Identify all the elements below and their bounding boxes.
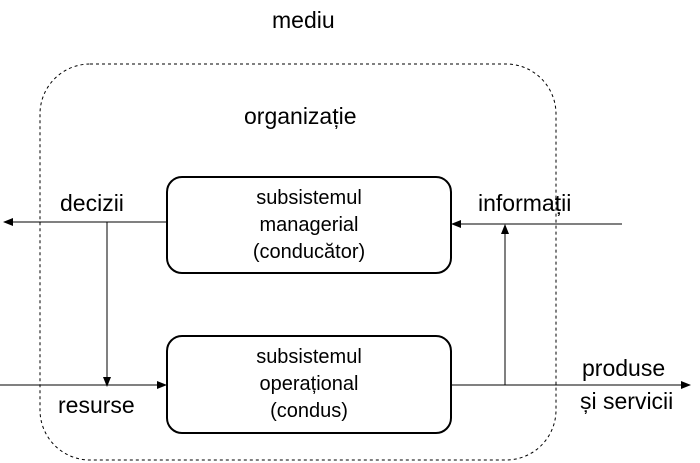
operational-box-line2: operațional <box>259 373 359 395</box>
operational-box-line3: (condus) <box>270 400 348 422</box>
managerial-box-line1: subsistemul <box>256 186 362 209</box>
operational-box-line1: subsistemul <box>256 346 362 368</box>
decisions-label: decizii <box>60 190 124 216</box>
environment-label: mediu <box>272 7 335 33</box>
managerial-box-line2: managerial <box>259 213 359 236</box>
operational-subsystem-box: subsistemul operațional (condus) <box>166 335 452 434</box>
organization-label: organizație <box>244 103 357 129</box>
information-label: informații <box>478 190 572 216</box>
managerial-box-line3: (conducător) <box>252 240 366 263</box>
resources-label: resurse <box>58 392 135 418</box>
managerial-subsystem-box: subsistemul managerial (conducător) <box>166 176 452 274</box>
products-label-line2: și servicii <box>580 388 674 414</box>
products-label-line1: produse <box>582 355 666 381</box>
organization-boundary <box>39 63 557 461</box>
